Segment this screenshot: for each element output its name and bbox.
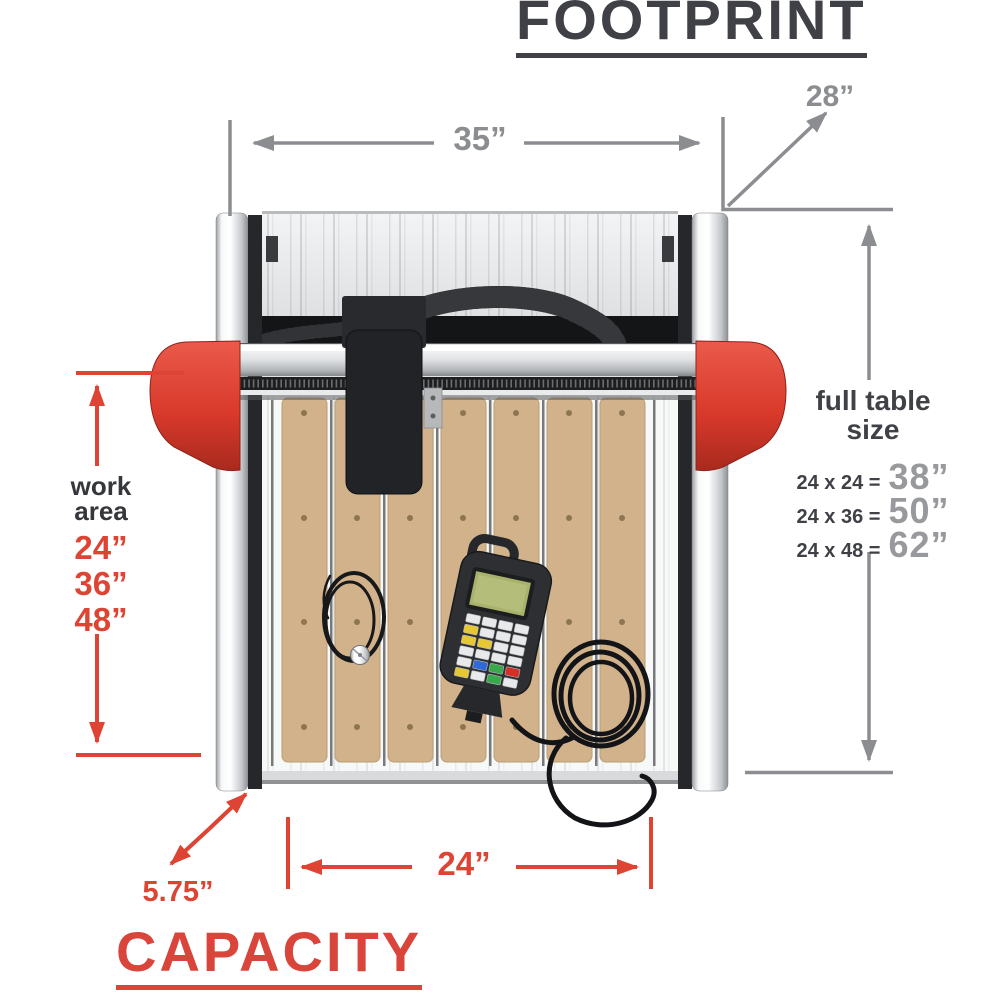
depth-arrow bbox=[726, 111, 828, 208]
work-area-value: 24” bbox=[74, 529, 128, 566]
pendant-cable bbox=[509, 639, 657, 828]
full-table-size-row: 24 x 24 = 38” bbox=[788, 456, 958, 497]
size-result: 50” bbox=[888, 490, 950, 531]
work-area-caption-line2: area bbox=[74, 496, 128, 526]
pendant-connector bbox=[451, 685, 503, 718]
work-area-value: 48” bbox=[74, 601, 128, 638]
gantry-beam bbox=[197, 343, 731, 400]
pendant-controller bbox=[439, 533, 553, 724]
full-table-size-rows: 24 x 24 = 38” 24 x 36 = 50” 24 x 48 = 62… bbox=[788, 456, 958, 565]
work-area-block: work area 24” 36” 48” bbox=[36, 471, 166, 638]
work-area-values: 24” 36” 48” bbox=[36, 530, 166, 638]
rail-offset-arrow-lower bbox=[169, 827, 211, 866]
full-table-size-row: 24 x 48 = 62” bbox=[788, 524, 958, 565]
full-table-size-row: 24 x 36 = 50” bbox=[788, 490, 958, 531]
footprint-dimension-lines bbox=[228, 111, 893, 775]
full-table-size-caption-line2: size bbox=[846, 414, 900, 445]
table-depth-label: 28” bbox=[805, 80, 855, 113]
pendant-lcd-screen bbox=[465, 567, 535, 621]
cnc-machine-illustration bbox=[149, 211, 787, 828]
full-table-size-caption-line1: full table bbox=[815, 385, 931, 416]
z-carriage bbox=[342, 296, 443, 495]
size-result: 62” bbox=[888, 524, 950, 565]
work-area-caption-line1: work bbox=[70, 471, 132, 501]
pendant-keypad bbox=[454, 613, 530, 689]
footprint-title: FOOTPRINT bbox=[516, 0, 867, 58]
touch-probe-puck bbox=[350, 645, 370, 665]
size-formula: 24 x 48 = bbox=[796, 540, 881, 562]
size-formula: 24 x 36 = bbox=[796, 506, 881, 528]
size-result: 38” bbox=[888, 456, 950, 497]
work-area-value: 36” bbox=[74, 565, 128, 602]
work-width-label: 24” bbox=[437, 845, 491, 882]
rail-offset-label: 5.75” bbox=[142, 876, 214, 908]
capacity-dimension-lines bbox=[76, 371, 653, 889]
rail-offset-arrow-upper bbox=[207, 792, 248, 831]
depth-corner-line bbox=[721, 117, 893, 212]
full-table-size-block: full table size 24 x 24 = 38” 24 x 36 = … bbox=[788, 385, 958, 565]
size-formula: 24 x 24 = bbox=[796, 472, 881, 494]
table-width-label: 35” bbox=[453, 120, 507, 157]
capacity-title: CAPACITY bbox=[116, 924, 423, 990]
